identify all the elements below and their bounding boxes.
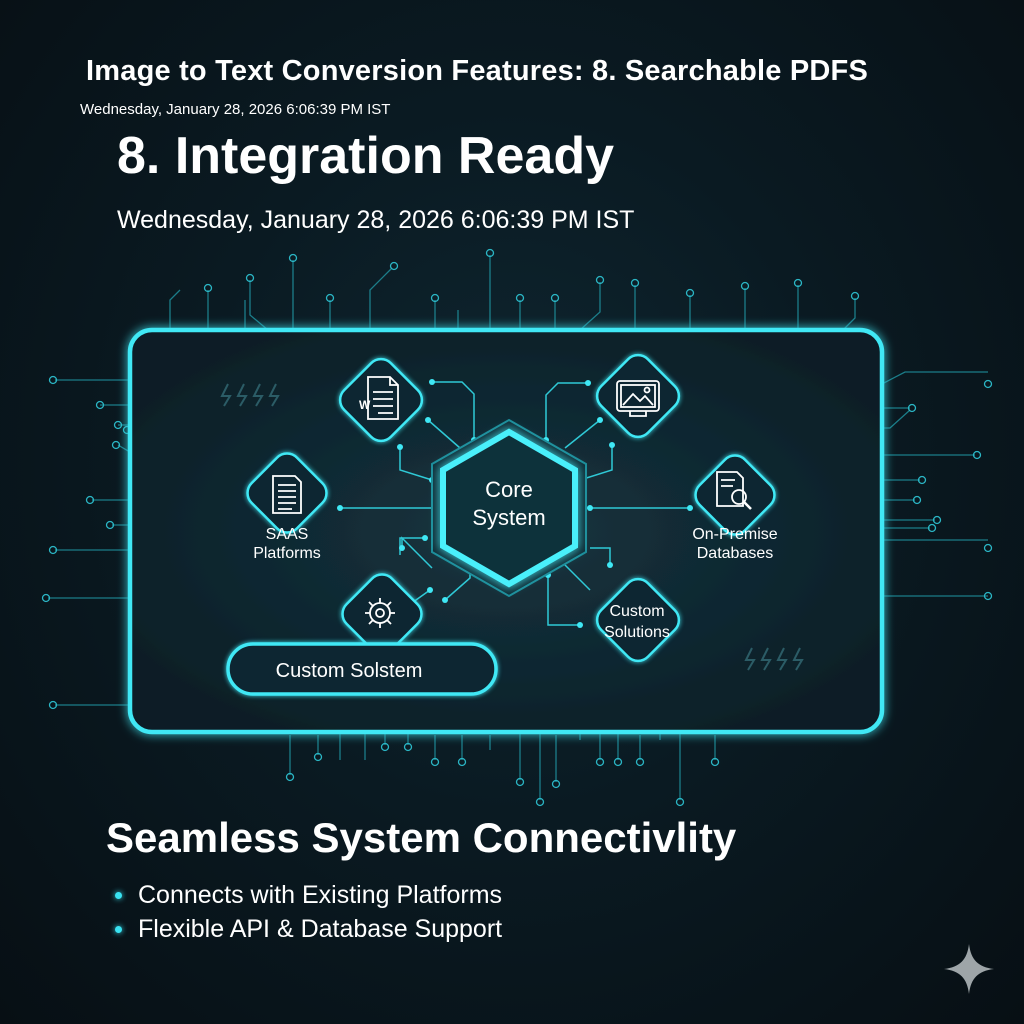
gear-icon xyxy=(365,598,395,628)
word-document-node xyxy=(338,357,424,443)
sparkle-icon xyxy=(944,944,994,994)
custom-solutions-label-line1: Custom xyxy=(609,603,664,620)
word-document-icon: W xyxy=(359,376,399,420)
lightning-decoration xyxy=(220,383,804,671)
image-icon xyxy=(616,380,660,417)
custom-solstem-button[interactable]: Custom Solstem xyxy=(226,642,498,696)
page-header-date: Wednesday, January 28, 2026 6:06:39 PM I… xyxy=(80,101,391,118)
saas-label-line1: SAAS xyxy=(266,526,309,543)
circuit-nodes xyxy=(41,248,993,807)
feature-item: Connects with Existing Platforms xyxy=(113,878,502,912)
core-label-line2: System xyxy=(472,505,545,530)
settings-node xyxy=(341,573,423,655)
footer-heading: Seamless System Connectivlity xyxy=(106,814,737,861)
saas-label-line2: Platforms xyxy=(253,545,321,562)
feature-list: Connects with Existing Platforms Flexibl… xyxy=(113,878,502,946)
svg-text:W: W xyxy=(359,398,371,412)
page-header-title: Image to Text Conversion Features: 8. Se… xyxy=(86,55,869,87)
core-label-line1: Core xyxy=(485,477,533,502)
document-search-icon xyxy=(716,471,752,510)
connection-lines xyxy=(340,381,690,626)
feature-item: Flexible API & Database Support xyxy=(113,912,502,946)
on-premise-label-line1: On-Premise xyxy=(692,526,777,543)
document-icon xyxy=(272,475,302,514)
section-date: Wednesday, January 28, 2026 6:06:39 PM I… xyxy=(117,206,635,234)
on-premise-label-line2: Databases xyxy=(697,545,774,562)
section-title: 8. Integration Ready xyxy=(117,127,614,185)
custom-solutions-node xyxy=(595,577,681,663)
image-node xyxy=(595,353,681,439)
custom-solutions-label-line2: Solutions xyxy=(604,624,670,641)
custom-solstem-label: Custom Solstem xyxy=(276,660,423,682)
saas-platforms-node xyxy=(246,452,328,534)
on-premise-databases-node xyxy=(694,454,776,536)
core-system-node: Core System xyxy=(431,418,587,598)
